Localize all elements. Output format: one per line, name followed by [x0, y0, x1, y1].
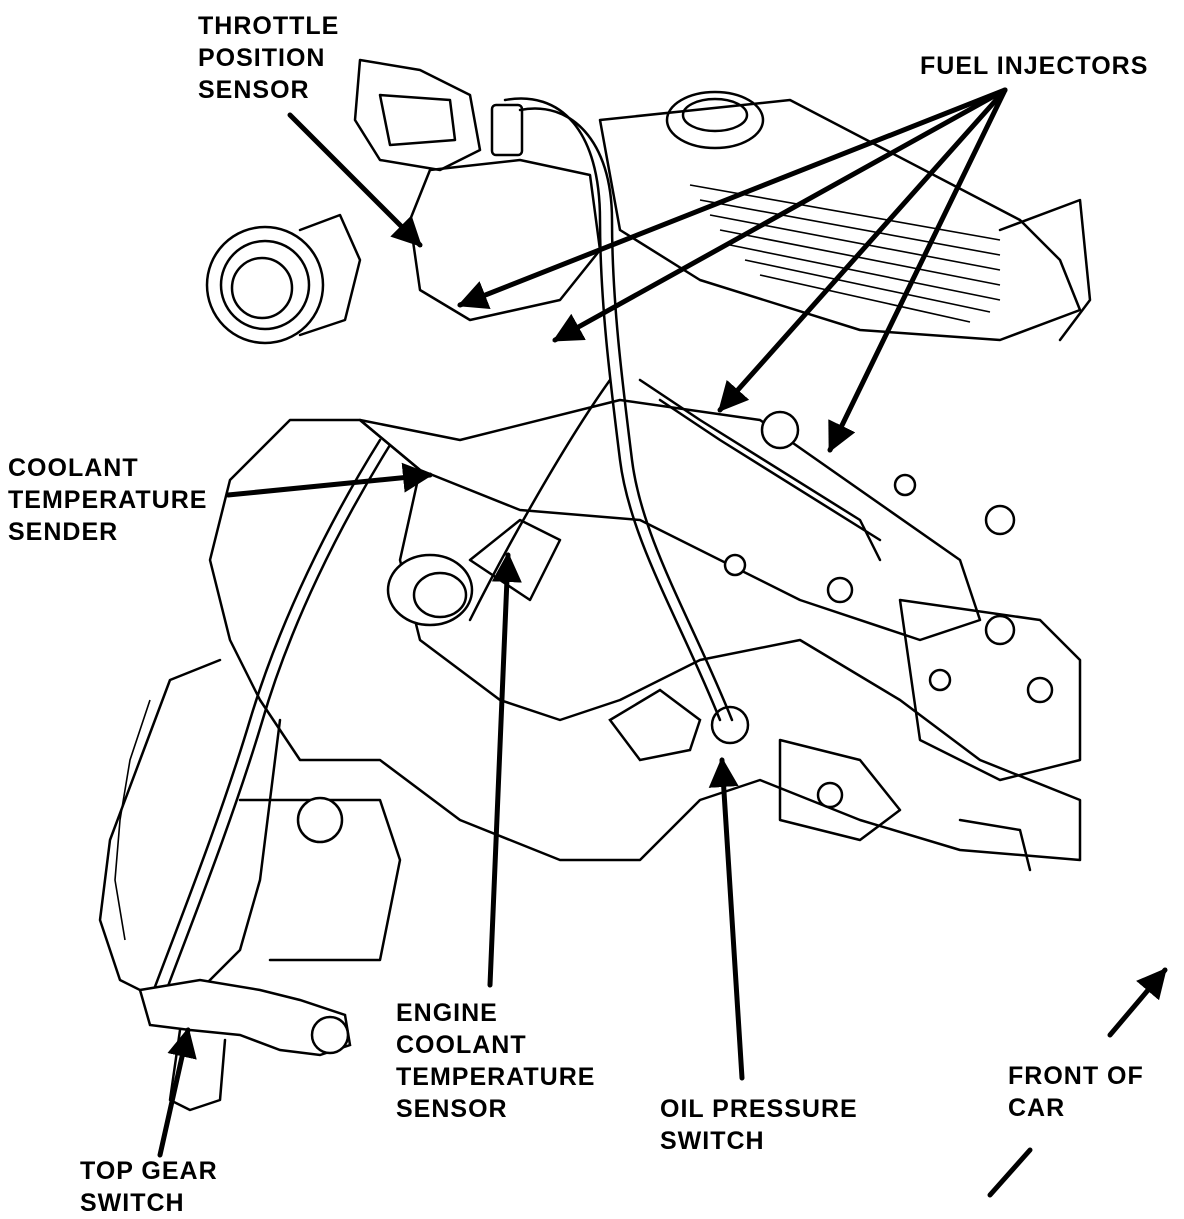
label-line: SWITCH — [80, 1189, 185, 1217]
leader-fuel-injector-3 — [717, 87, 1008, 413]
pulley — [205, 213, 362, 345]
leader-throttle-position-sensor — [287, 112, 423, 248]
front-of-car-arrow-upper — [1107, 967, 1168, 1038]
label-line: FRONT OF — [1008, 1062, 1144, 1090]
label-front-of-car: FRONT OF CAR — [1008, 1060, 1144, 1124]
label-line: COOLANT — [396, 1031, 527, 1059]
leader-top-gear-switch — [157, 1027, 197, 1158]
label-line: CAR — [1008, 1094, 1066, 1122]
thermostat-housing — [386, 518, 562, 627]
throttle-body — [353, 58, 602, 322]
label-line: POSITION — [198, 44, 326, 72]
label-engine-coolant-temperature-sensor: ENGINE COOLANT TEMPERATURE SENSOR — [396, 997, 595, 1125]
label-top-gear-switch: TOP GEAR SWITCH — [80, 1155, 218, 1219]
label-line: TEMPERATURE — [396, 1063, 596, 1091]
label-line: SENSOR — [396, 1095, 508, 1123]
wiring-harness — [148, 97, 734, 1004]
label-fuel-injectors: FUEL INJECTORS — [920, 50, 1148, 82]
label-line: ENGINE — [396, 999, 498, 1027]
top-gear-switch-body — [138, 978, 352, 1112]
leader-fuel-injector-2 — [552, 87, 1008, 343]
label-line: SWITCH — [660, 1127, 765, 1155]
label-line: OIL PRESSURE — [660, 1095, 858, 1123]
leader-coolant-temperature-sender — [225, 462, 433, 498]
lower-bracket — [778, 738, 1032, 872]
leader-oil-pressure-switch — [708, 757, 745, 1081]
oil-filler-cap — [665, 90, 765, 150]
label-coolant-temperature-sender: COOLANT TEMPERATURE SENDER — [8, 452, 207, 548]
label-line: SENDER — [8, 518, 119, 546]
label-line: SENSOR — [198, 76, 310, 104]
front-of-car-arrow-lower — [987, 1147, 1033, 1198]
leader-lines — [157, 87, 1168, 1198]
label-throttle-position-sensor: THROTTLE POSITION SENSOR — [198, 10, 339, 106]
label-line: TEMPERATURE — [8, 486, 208, 514]
label-line: THROTTLE — [198, 12, 340, 40]
leader-fuel-injector-4 — [827, 87, 1008, 453]
label-line: FUEL INJECTORS — [920, 52, 1149, 80]
oil-pressure-switch-body — [608, 688, 750, 762]
label-line: COOLANT — [8, 454, 139, 482]
label-oil-pressure-switch: OIL PRESSURE SWITCH — [660, 1093, 858, 1157]
leader-fuel-injector-1 — [457, 87, 1008, 310]
fuel-rail — [358, 378, 982, 642]
leader-engine-coolant-temperature-sensor — [487, 552, 522, 988]
label-line: TOP GEAR — [80, 1157, 218, 1185]
transmission — [98, 658, 402, 1002]
